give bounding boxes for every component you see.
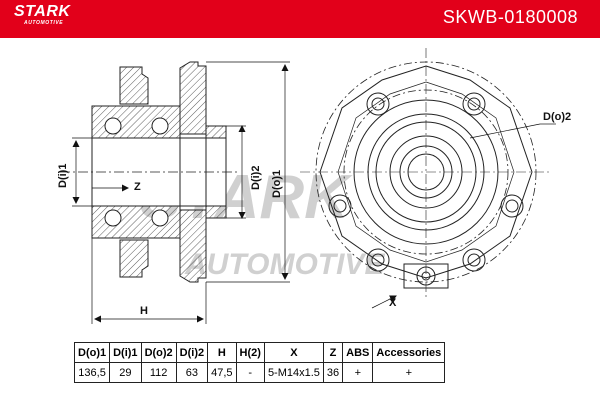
side-dimension-labels: D(i)1 Z D(i)2 D(o)1 H xyxy=(57,164,283,317)
spec-header-cell: D(i)1 xyxy=(109,342,142,363)
label-h: H xyxy=(140,305,148,317)
technical-drawing: STARK AUTOMOTIVE xyxy=(57,48,571,324)
bolt-hole xyxy=(366,248,390,272)
spec-value-cell: 63 xyxy=(175,362,209,383)
side-section-view xyxy=(60,61,240,283)
bearing-ball xyxy=(151,117,169,135)
bearing-ball xyxy=(104,209,122,227)
flange-inner-outline xyxy=(337,81,515,263)
lower-ear xyxy=(119,239,149,278)
front-dimension-labels: D(o)2 X xyxy=(389,111,571,309)
label-d-i1: D(i)1 xyxy=(57,164,69,188)
spec-value-cell: 36 xyxy=(322,362,344,383)
upper-ear xyxy=(119,66,149,105)
spec-table: D(o)1 D(i)1 D(o)2 D(i)2 H H(2) X Z ABS A… xyxy=(73,342,446,383)
logo-tagline: AUTOMOTIVE xyxy=(24,20,64,26)
spec-header-cell: Accessories xyxy=(372,342,446,363)
spec-header-cell: ABS xyxy=(342,342,374,363)
logo-text: STARK xyxy=(14,3,71,20)
spec-header-row: D(o)1 D(i)1 D(o)2 D(i)2 H H(2) X Z ABS A… xyxy=(73,342,446,363)
side-dimensions xyxy=(72,61,290,324)
spec-value-cell: + xyxy=(372,362,446,383)
spec-value-cell: 29 xyxy=(109,362,142,383)
spec-value-cell: 47,5 xyxy=(207,362,237,383)
label-z: Z xyxy=(134,181,141,193)
bearing-ball xyxy=(104,117,122,135)
label-d-o1: D(o)1 xyxy=(271,170,283,198)
label-d-i2: D(i)2 xyxy=(250,166,262,190)
abs-connector xyxy=(403,263,449,289)
spec-header-cell: H(2) xyxy=(235,342,265,363)
spec-header-cell: D(o)2 xyxy=(140,342,177,363)
front-dimensions xyxy=(371,123,556,309)
lower-flange xyxy=(179,209,207,283)
bolt-hole xyxy=(328,194,352,218)
part-number: SKWB-0180008 xyxy=(442,7,578,27)
spec-value-cell: + xyxy=(342,362,374,383)
bearing-ball xyxy=(151,209,169,227)
spec-header-cell: D(o)1 xyxy=(73,342,111,363)
spec-value-cell: 136,5 xyxy=(73,362,111,383)
spec-value-cell: 112 xyxy=(140,362,177,383)
header-bar: STARK AUTOMOTIVE SKWB-0180008 xyxy=(0,0,600,38)
spec-value-row: 136,5 29 112 63 47,5 - 5-M14x1.5 36 + + xyxy=(73,362,446,383)
spec-header-cell: H xyxy=(207,342,237,363)
stark-logo: STARK AUTOMOTIVE xyxy=(14,4,70,27)
label-d-o2: D(o)2 xyxy=(543,111,571,123)
upper-flange xyxy=(179,61,207,135)
bolt-hole xyxy=(366,92,390,116)
spec-header-cell: D(i)2 xyxy=(175,342,209,363)
spec-value-cell: - xyxy=(235,362,265,383)
bolt-hole xyxy=(500,194,524,218)
bolt-hole xyxy=(462,248,486,272)
upper-spigot xyxy=(205,125,227,139)
spec-header-cell: X xyxy=(263,342,324,363)
front-view xyxy=(300,48,552,300)
bolt-hole xyxy=(462,92,486,116)
spec-header-cell: Z xyxy=(322,342,344,363)
spec-value-cell: 5-M14x1.5 xyxy=(263,362,324,383)
leader-d-o2 xyxy=(469,123,541,139)
leader-x xyxy=(371,295,397,309)
lower-spigot xyxy=(205,205,227,219)
label-x: X xyxy=(389,297,397,309)
